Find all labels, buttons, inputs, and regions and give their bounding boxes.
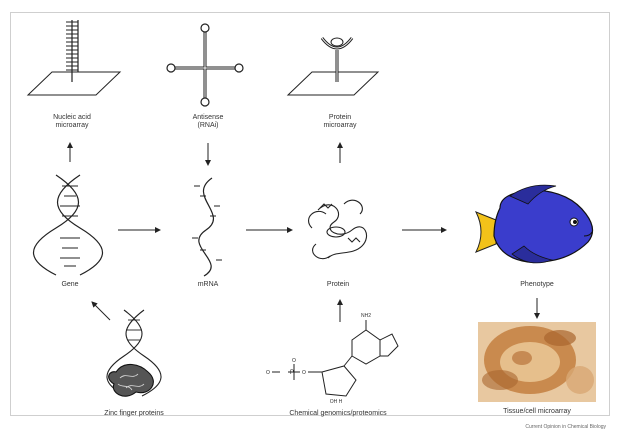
gene-label: Gene xyxy=(61,281,78,289)
protein-label: Protein xyxy=(327,281,349,289)
amine-label: NH2 xyxy=(361,312,371,320)
antisense-rnai-illustration xyxy=(167,24,243,106)
protein-microarray-illustration xyxy=(288,38,378,95)
tissue-microarray-image xyxy=(478,322,596,402)
nucleic-acid-microarray-illustration xyxy=(28,20,120,95)
phenotype-fish xyxy=(476,185,593,263)
svg-text:O: O xyxy=(292,358,296,364)
phenotype-label: Phenotype xyxy=(520,281,553,289)
antisense-label-line2: (RNAi) xyxy=(193,122,224,130)
tissue-microarray-label: Tissue/cell microarray xyxy=(503,408,571,416)
svg-text:O: O xyxy=(266,370,270,376)
chemical-structure-illustration: P O O O xyxy=(266,320,398,396)
protein-microarray-label-line1: Protein xyxy=(323,114,356,122)
svg-text:O: O xyxy=(302,370,306,376)
protein-microarray-label: Protein microarray xyxy=(323,114,356,130)
arrow-zinc-finger-to-gene xyxy=(92,302,110,320)
protein-microarray-label-line2: microarray xyxy=(323,122,356,130)
zinc-finger-illustration xyxy=(107,310,161,396)
zinc-finger-label: Zinc finger proteins xyxy=(104,410,164,418)
svg-text:P: P xyxy=(290,370,294,376)
protein-ribbon xyxy=(309,200,367,258)
hydroxyl-label: OH H xyxy=(330,398,343,406)
chemical-genomics-label: Chemical genomics/proteomics xyxy=(289,410,386,418)
nucleic-acid-label-line2: microarray xyxy=(53,122,91,130)
mrna-label: mRNA xyxy=(198,281,219,289)
antisense-label-line1: Antisense xyxy=(193,114,224,122)
nucleic-acid-label-line1: Nucleic acid xyxy=(53,114,91,122)
antisense-label: Antisense (RNAi) xyxy=(193,114,224,130)
gene-dna-helix xyxy=(34,175,103,275)
nucleic-acid-microarray-label: Nucleic acid microarray xyxy=(53,114,91,130)
journal-credit: Current Opinion in Chemical Biology xyxy=(525,424,606,430)
mrna-strand xyxy=(192,178,222,276)
